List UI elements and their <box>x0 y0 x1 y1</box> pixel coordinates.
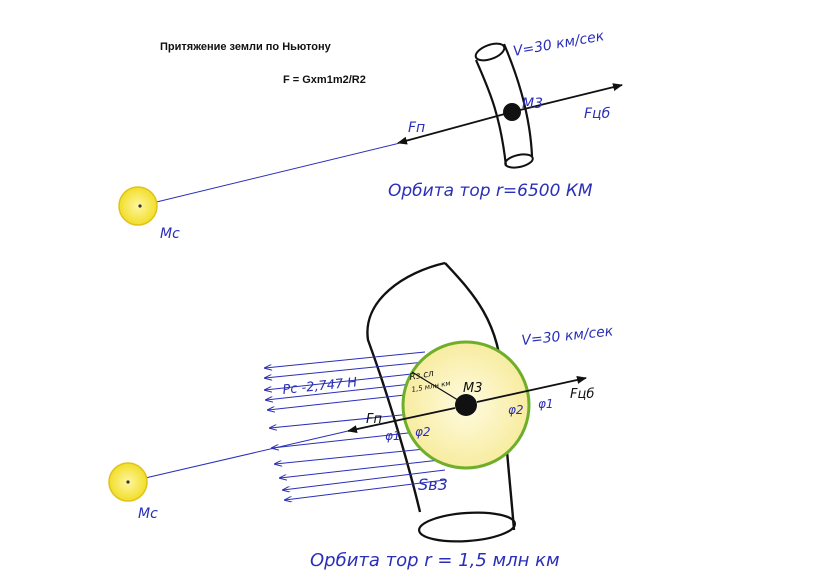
top-earth-label: М3 <box>522 96 543 112</box>
bottom-centrifugal-label: Fцб <box>570 387 594 402</box>
diagram-title: Притяжение земли по Ньютону <box>160 41 332 53</box>
top-sun-label: Мс <box>160 226 180 242</box>
top-orbit-caption: Орбита тор r=6500 КМ <box>388 181 593 201</box>
bottom-sun-earth-line <box>127 430 349 483</box>
angle-phi2-right: φ2 <box>508 403 524 417</box>
angle-phi1-left: φ1 <box>385 429 401 443</box>
bottom-earth-label: М3 <box>463 381 483 396</box>
top-gravity-arrow <box>397 111 513 145</box>
solar-pressure-arrows <box>265 351 446 500</box>
top-sun-earth-line <box>139 142 401 207</box>
bottom-velocity-label: V=30 км/сек <box>521 323 615 349</box>
bottom-centrifugal-arrow <box>476 376 587 403</box>
bottom-gravity-arrow <box>347 407 456 434</box>
bottom-sun-center <box>126 480 130 484</box>
top-centrifugal-arrow <box>511 83 623 113</box>
top-sun-icon <box>118 186 158 226</box>
top-orbit-tube <box>474 42 534 169</box>
bottom-orbit-caption: Орбита тор r = 1,5 млн км <box>310 550 560 571</box>
bottom-sun-label: Мс <box>138 506 158 522</box>
angle-phi1-right: φ1 <box>538 397 554 411</box>
area-label: Sв3 <box>418 475 448 494</box>
earth-radius-label: Rз.сл <box>409 369 435 383</box>
top-sun-center <box>138 204 142 208</box>
top-centrifugal-label: Fцб <box>584 106 611 122</box>
top-gravity-label: Fп <box>408 120 425 136</box>
newton-formula: F = Gxm1m2/R2 <box>283 74 366 86</box>
bottom-gravity-label: Fп <box>366 412 382 427</box>
bottom-earth-dot <box>455 394 477 416</box>
angle-phi2-left: φ2 <box>415 425 431 439</box>
top-velocity-label: V=30 км/сек <box>512 28 606 60</box>
